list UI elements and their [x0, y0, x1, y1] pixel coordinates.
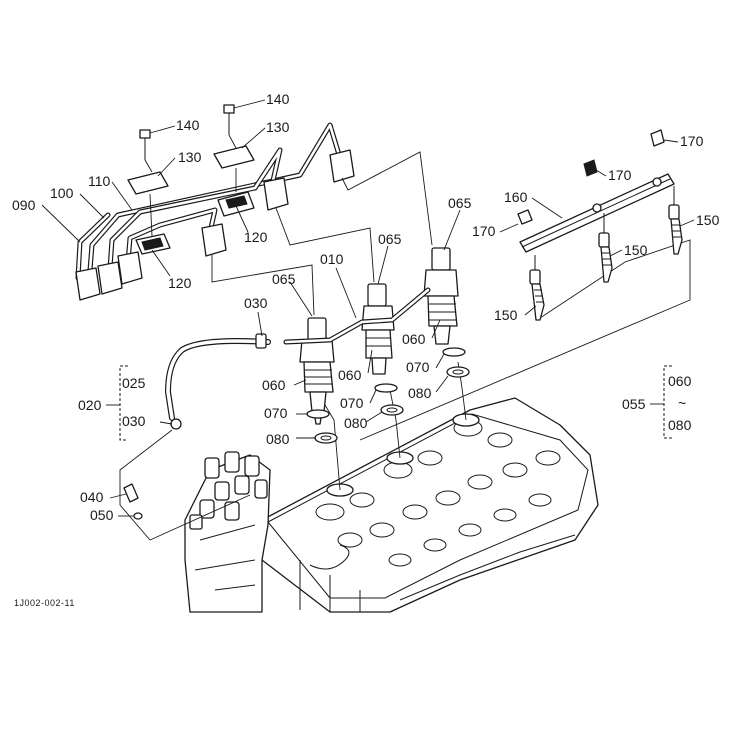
- label-070-a: 070: [264, 405, 288, 421]
- label-170-a: 170: [472, 223, 496, 239]
- label-030-b: 030: [122, 413, 146, 429]
- label-150-b: 150: [624, 242, 648, 258]
- label-120-b: 120: [244, 229, 268, 245]
- injector-c: [423, 247, 459, 345]
- label-070-b: 070: [340, 395, 364, 411]
- label-080-a: 080: [266, 431, 290, 447]
- return-hose: [119, 333, 271, 541]
- label-080-b: 080: [344, 415, 368, 431]
- label-055: 055: [622, 396, 646, 412]
- label-150-c: 150: [696, 212, 720, 228]
- glow-plug-set: [517, 129, 683, 321]
- label-120-a: 120: [168, 275, 192, 291]
- callout-leaders: [41, 99, 695, 517]
- injectors: [283, 247, 459, 425]
- label-055-to: 080: [668, 417, 692, 433]
- label-030-a: 030: [244, 295, 268, 311]
- label-065-a: 065: [272, 271, 296, 287]
- label-170-c: 170: [680, 133, 704, 149]
- label-010: 010: [320, 251, 344, 267]
- label-110: 110: [88, 173, 111, 189]
- injector-seals: [306, 347, 470, 444]
- label-080-c: 080: [408, 385, 432, 401]
- label-070-c: 070: [406, 359, 430, 375]
- label-140-b: 140: [266, 91, 290, 107]
- label-050: 050: [90, 507, 114, 523]
- pipe-clamps: [127, 145, 255, 255]
- label-130-a: 130: [178, 149, 202, 165]
- label-140-a: 140: [176, 117, 200, 133]
- injector-b: [361, 283, 395, 375]
- assembly-guides: [144, 134, 691, 491]
- label-090: 090: [12, 197, 36, 213]
- glow-plug-1: [529, 255, 545, 321]
- label-055-from: 060: [668, 373, 692, 389]
- label-040: 040: [80, 489, 104, 505]
- injector-a: [299, 317, 335, 425]
- label-025: 025: [122, 375, 146, 391]
- label-150-a: 150: [494, 307, 518, 323]
- glow-plug-2: [598, 213, 613, 283]
- label-020: 020: [78, 397, 102, 413]
- label-160: 160: [504, 189, 528, 205]
- label-170-b: 170: [608, 167, 632, 183]
- label-055-tilde: ~: [678, 395, 686, 411]
- label-065-b: 065: [378, 231, 402, 247]
- callout-labels: 140 140 130 130 110 100 090 120 120 065 …: [12, 91, 720, 608]
- label-060-c: 060: [402, 331, 426, 347]
- injection-pipes: [75, 122, 355, 301]
- label-130-b: 130: [266, 119, 290, 135]
- drawing-code: 1J002-002-11: [14, 598, 75, 608]
- engine-block-left: [184, 451, 271, 613]
- glow-plug-3: [668, 186, 683, 255]
- label-065-c: 065: [448, 195, 472, 211]
- group-brackets: [106, 365, 672, 441]
- label-060-a: 060: [262, 377, 286, 393]
- clamp-bolts: [139, 104, 235, 160]
- label-060-b: 060: [338, 367, 362, 383]
- cylinder-head: [261, 397, 599, 613]
- label-100: 100: [50, 185, 74, 201]
